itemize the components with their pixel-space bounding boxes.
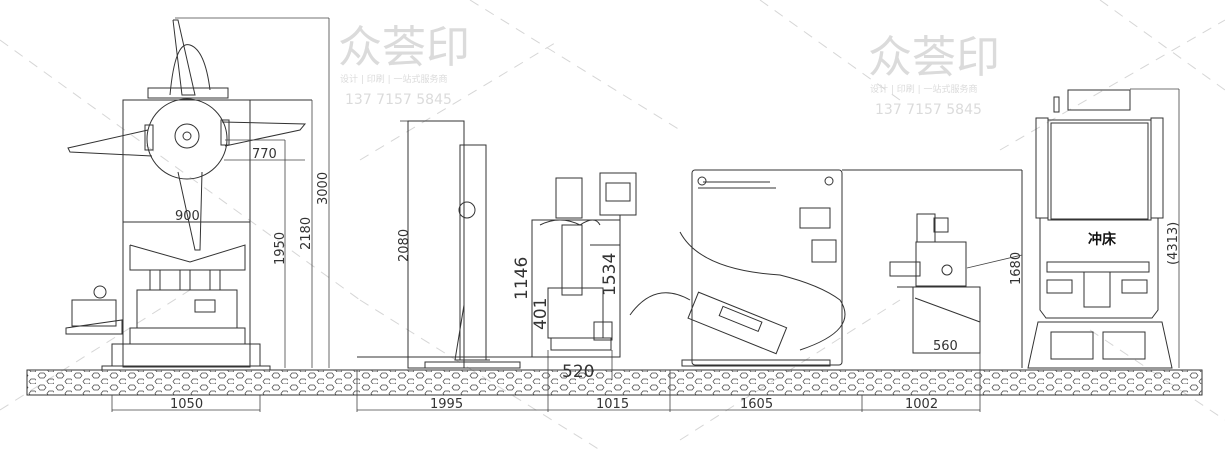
watermark: 众荟印 设计 | 印刷 | 一站式服务商 137 7157 5845 众荟印 设…: [338, 22, 1000, 118]
dim-height-2080: 2080: [397, 229, 412, 262]
decoiler: [65, 17, 330, 412]
dim-height-1950: 1950: [273, 232, 288, 265]
dim-height-1680: 1680: [1009, 252, 1024, 285]
dim-width-1002: 1002: [905, 397, 938, 412]
dim-width-1050: 1050: [170, 397, 203, 412]
watermark-slogan: 设计 | 印刷 | 一站式服务商: [340, 73, 448, 85]
watermark-logo: 众荟印: [338, 22, 470, 73]
dim-width-1015: 1015: [596, 397, 629, 412]
dim-height-4313: (4313): [1166, 222, 1181, 265]
dim-height-3000: 3000: [316, 172, 331, 205]
dim-height-401: 401: [531, 298, 551, 330]
dim-height-2180: 2180: [299, 217, 314, 250]
servo-feeder: [862, 213, 1023, 412]
dim-frame-900: 900: [175, 209, 200, 224]
watermark-phone: 137 7157 5845: [345, 92, 452, 108]
dim-base-560: 560: [933, 339, 958, 354]
dim-height-1146: 1146: [512, 257, 532, 300]
watermark-slogan-2: 设计 | 印刷 | 一站式服务商: [870, 83, 978, 95]
feeder-unit: [531, 172, 671, 412]
dim-width-1605: 1605: [740, 397, 773, 412]
press-label: 冲床: [1088, 231, 1117, 248]
dim-base-520: 520: [562, 362, 594, 382]
press-machine: [1027, 88, 1180, 369]
watermark-phone-2: 137 7157 5845: [875, 102, 982, 118]
watermark-logo-2: 众荟印: [868, 32, 1000, 83]
dim-height-1534: 1534: [600, 253, 620, 296]
ground-strip: [26, 369, 1203, 396]
dim-arm-770: 770: [252, 147, 277, 162]
dim-width-1995: 1995: [430, 397, 463, 412]
leveler: [629, 169, 1023, 412]
